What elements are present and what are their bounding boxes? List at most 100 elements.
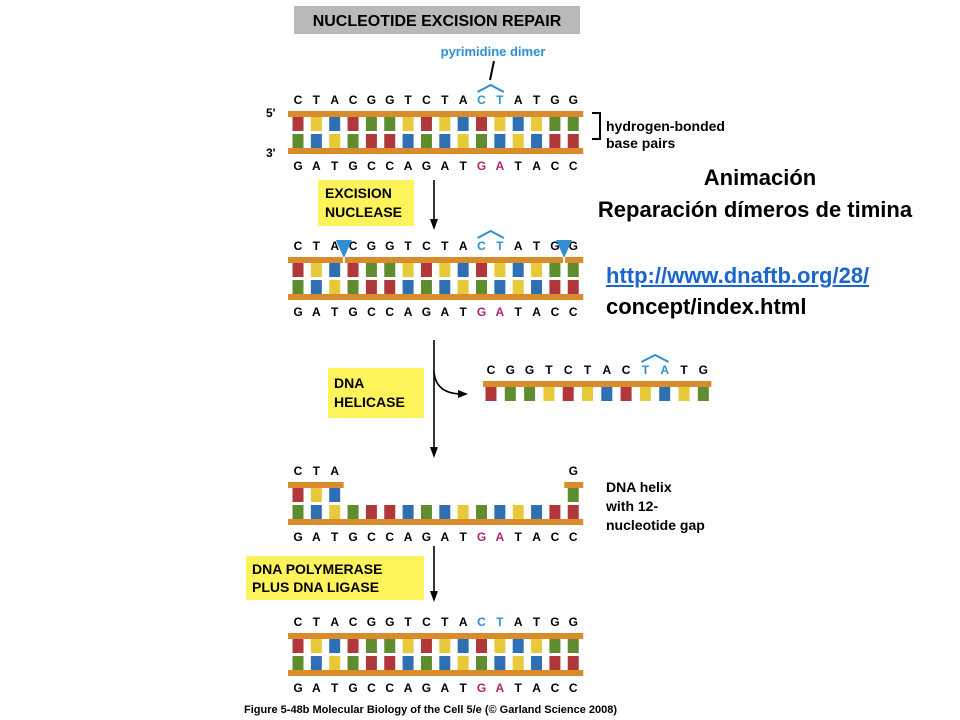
excised-base-letter: C xyxy=(564,363,573,377)
dna-helicase-line2: HELICASE xyxy=(334,394,405,410)
bottom-base-letter: A xyxy=(532,159,541,173)
bottom-base-bar xyxy=(494,280,506,294)
bottom-base-bar xyxy=(420,505,432,519)
top-base-letter: G xyxy=(550,239,559,253)
top-base-bar xyxy=(549,117,561,131)
bottom-base-bar xyxy=(329,134,341,148)
bottom-base-bar xyxy=(531,656,543,670)
gap-label-line3: nucleotide gap xyxy=(606,517,705,533)
top-base-letter: C xyxy=(294,615,303,629)
bottom-base-letter: C xyxy=(551,530,560,544)
bottom-base-bar xyxy=(439,656,451,670)
bottom-base-letter: T xyxy=(459,530,467,544)
bottom-base-letter: A xyxy=(532,681,541,695)
bottom-backbone xyxy=(288,519,584,525)
top-base-letter: C xyxy=(477,615,486,629)
bottom-base-letter: A xyxy=(440,681,449,695)
bottom-base-letter: A xyxy=(532,305,541,319)
bottom-base-letter: C xyxy=(551,305,560,319)
bottom-base-bar xyxy=(402,505,414,519)
bottom-base-bar xyxy=(531,505,543,519)
bottom-base-letter: A xyxy=(440,305,449,319)
excised-base-bar xyxy=(678,387,690,401)
top-base-bar xyxy=(292,117,304,131)
bottom-backbone xyxy=(288,148,584,154)
top-base-letter: G xyxy=(367,239,376,253)
bottom-base-letter: C xyxy=(551,159,560,173)
top-base-bar xyxy=(439,639,451,653)
excised-base-letter: A xyxy=(660,363,669,377)
polymerase-ligase-line2: PLUS DNA LIGASE xyxy=(252,579,379,595)
dimer-link xyxy=(477,83,505,93)
bottom-base-bar xyxy=(310,134,322,148)
bottom-base-letter: A xyxy=(496,159,505,173)
top-base-letter: G xyxy=(550,93,559,107)
top-base-letter: T xyxy=(496,93,504,107)
excised-base-letter: C xyxy=(622,363,631,377)
excised-base-bar xyxy=(620,387,632,401)
top-base-bar xyxy=(494,117,506,131)
bottom-base-letter: G xyxy=(477,305,486,319)
excised-base-letter: T xyxy=(545,363,553,377)
top-base-bar xyxy=(292,263,304,277)
top-base-bar xyxy=(402,117,414,131)
bottom-base-bar xyxy=(292,134,304,148)
bottom-base-letter: G xyxy=(293,305,302,319)
bottom-base-letter: A xyxy=(312,681,321,695)
bottom-base-letter: G xyxy=(422,681,431,695)
excised-base-bar xyxy=(504,387,516,401)
top-base-letter: A xyxy=(514,239,523,253)
bottom-base-bar xyxy=(310,656,322,670)
bottom-base-letter: C xyxy=(367,530,376,544)
bottom-base-bar xyxy=(567,280,579,294)
nuclease-cut-marker xyxy=(556,240,573,258)
hbond-label-line2: base pairs xyxy=(606,135,675,151)
excised-base-letter: T xyxy=(584,363,592,377)
excised-dimer-link xyxy=(640,353,670,363)
bottom-base-bar xyxy=(365,505,377,519)
excised-base-letter: C xyxy=(487,363,496,377)
top-base-letter: A xyxy=(330,615,339,629)
top-base-bar xyxy=(439,117,451,131)
bottom-base-letter: A xyxy=(404,530,413,544)
top-base-bar xyxy=(365,263,377,277)
top-base-letter: C xyxy=(294,239,303,253)
bottom-base-letter: T xyxy=(515,159,523,173)
top-base-letter: T xyxy=(313,615,321,629)
top-base-letter: C xyxy=(349,93,358,107)
bottom-base-letter: G xyxy=(477,530,486,544)
animation-link[interactable]: http://www.dnaftb.org/28/ xyxy=(606,263,870,288)
top-base-bar xyxy=(494,263,506,277)
excised-base-letter: G xyxy=(525,363,534,377)
top-base-bar xyxy=(384,117,396,131)
top-base-bar xyxy=(310,488,322,502)
bottom-base-letter: A xyxy=(496,530,505,544)
top-base-bar xyxy=(384,639,396,653)
top-base-bar xyxy=(567,263,579,277)
bottom-base-bar xyxy=(402,656,414,670)
bottom-base-letter: G xyxy=(348,530,357,544)
bottom-base-bar xyxy=(549,280,561,294)
bottom-base-letter: A xyxy=(312,159,321,173)
bottom-base-bar xyxy=(365,134,377,148)
bottom-base-letter: T xyxy=(515,305,523,319)
top-base-letter: T xyxy=(533,239,541,253)
top-base-bar xyxy=(420,639,432,653)
bottom-base-bar xyxy=(384,280,396,294)
bottom-base-bar xyxy=(292,280,304,294)
bottom-base-letter: A xyxy=(404,305,413,319)
top-base-bar xyxy=(365,639,377,653)
top-base-bar xyxy=(457,639,469,653)
top-base-bar xyxy=(329,263,341,277)
bottom-base-bar xyxy=(439,134,451,148)
bottom-base-bar xyxy=(347,280,359,294)
bottom-base-letter: A xyxy=(404,159,413,173)
bottom-base-bar xyxy=(329,280,341,294)
top-base-letter: G xyxy=(385,239,394,253)
top-base-bar xyxy=(347,117,359,131)
bottom-base-bar xyxy=(457,280,469,294)
excised-base-letter: T xyxy=(680,363,688,377)
top-base-letter: C xyxy=(294,464,303,478)
bottom-base-bar xyxy=(457,505,469,519)
gap-label-line2: with 12- xyxy=(605,498,658,514)
